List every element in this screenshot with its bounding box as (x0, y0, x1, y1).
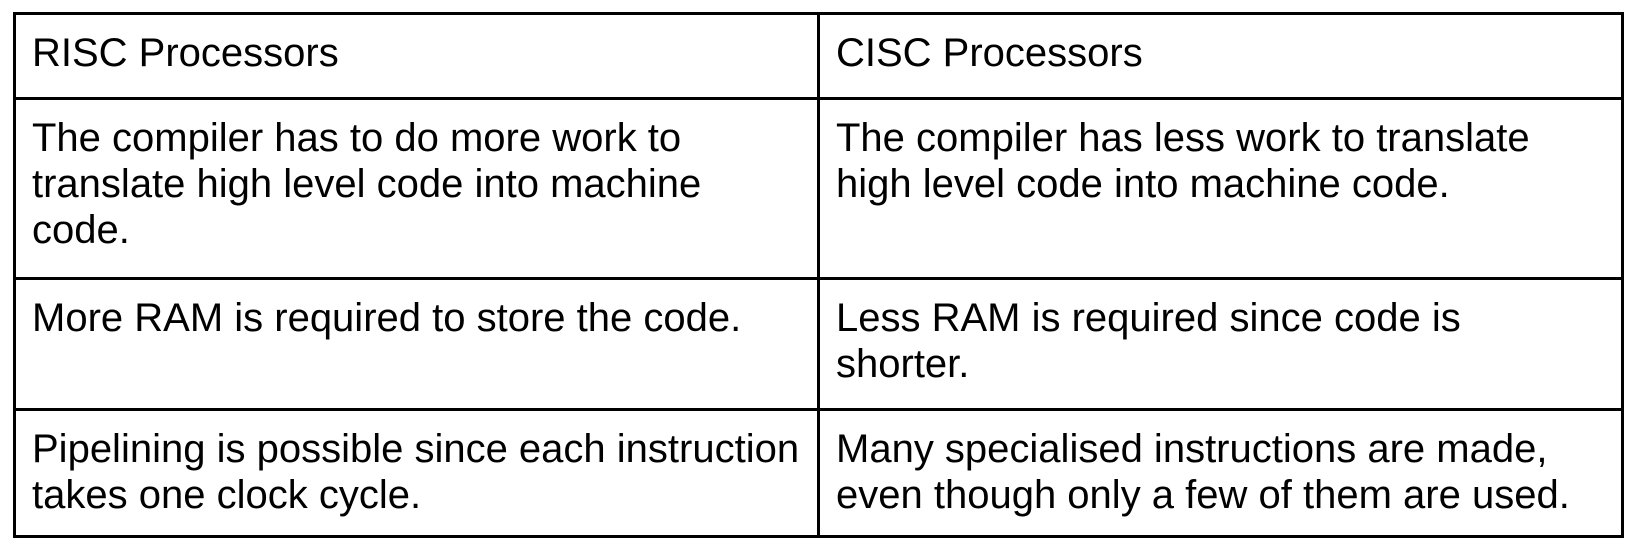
table-row-compiler: The compiler has to do more work to tran… (13, 97, 1624, 280)
cell-risc-compiler: The compiler has to do more work to tran… (13, 97, 820, 280)
header-cell-cisc: CISC Processors (817, 12, 1624, 100)
table-header-row: RISC Processors CISC Processors (13, 12, 1624, 100)
table-row-ram: More RAM is required to store the code. … (13, 277, 1624, 411)
cell-cisc-compiler: The compiler has less work to translate … (817, 97, 1624, 280)
cell-risc-ram: More RAM is required to store the code. (13, 277, 820, 411)
cell-cisc-specialised: Many specialised instructions are made, … (817, 408, 1624, 538)
header-cell-risc: RISC Processors (13, 12, 820, 100)
risc-cisc-comparison-table: RISC Processors CISC Processors The comp… (13, 12, 1624, 538)
cell-cisc-ram: Less RAM is required since code is short… (817, 277, 1624, 411)
table-row-instructions: Pipelining is possible since each instru… (13, 408, 1624, 538)
cell-risc-pipelining: Pipelining is possible since each instru… (13, 408, 820, 538)
